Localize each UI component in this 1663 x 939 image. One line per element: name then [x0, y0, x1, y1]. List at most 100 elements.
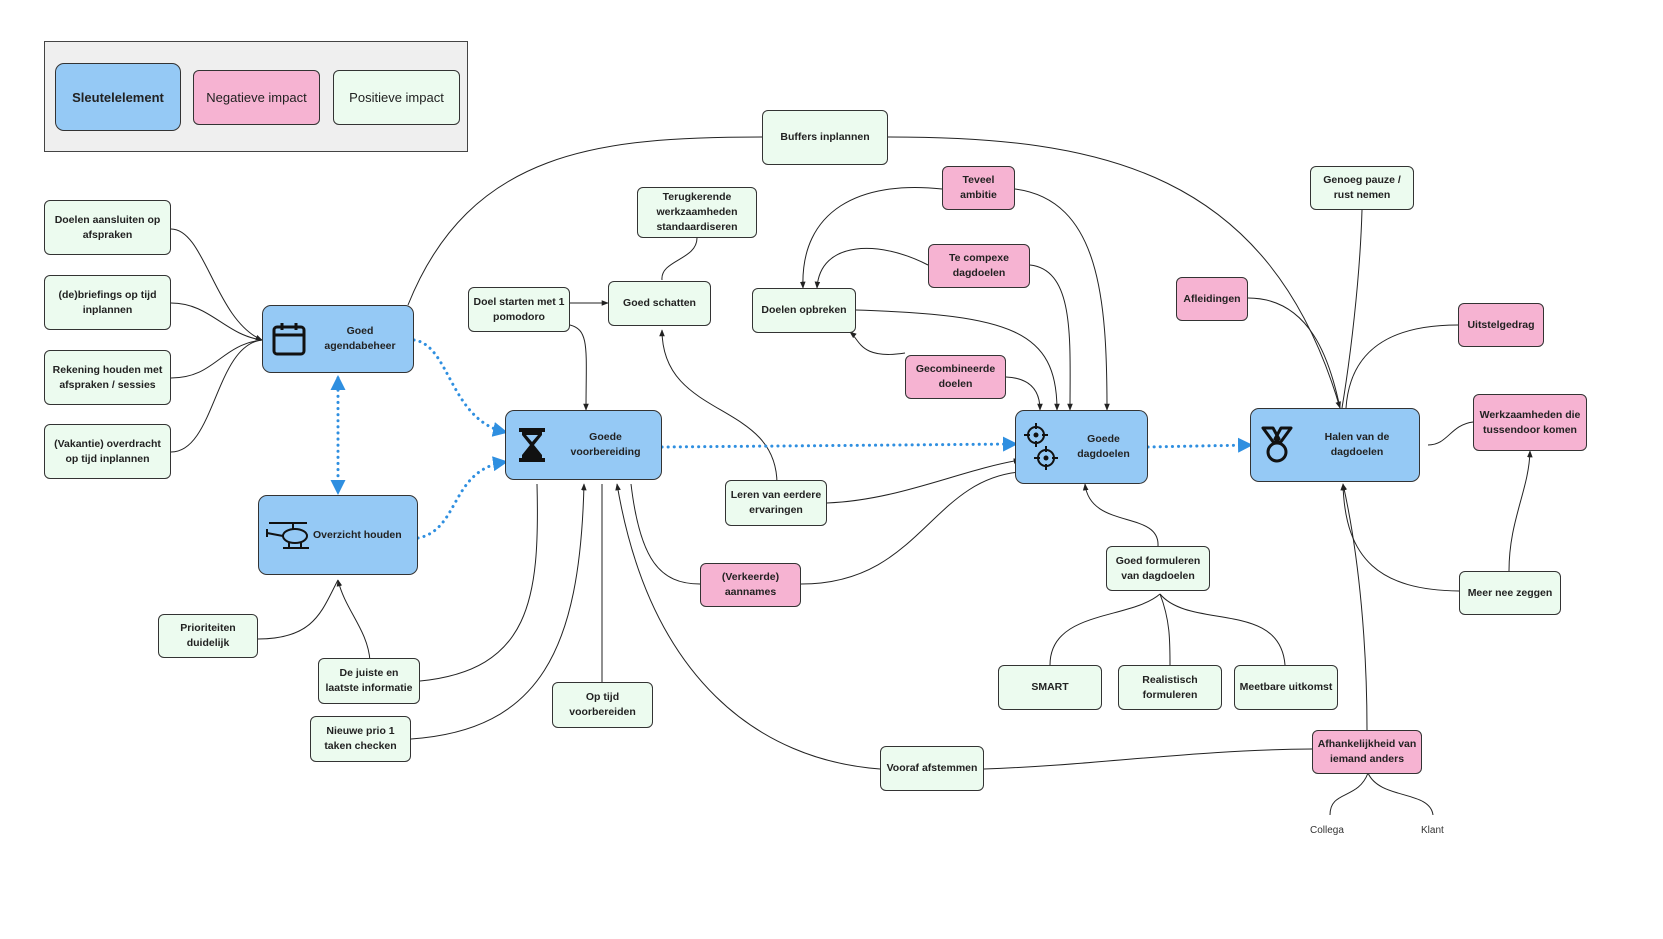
- node-label: Goed schatten: [623, 297, 696, 309]
- link-buffers-halen: [887, 136, 1341, 409]
- node-label: Goede voorbereiding: [570, 431, 641, 458]
- legend-key-element: Sleutelelement: [55, 63, 181, 131]
- node-label: Positieve impact: [349, 90, 444, 105]
- link-uitstelgedrag: [1345, 324, 1459, 409]
- node-teveel-ambitie[interactable]: Teveel ambitie: [942, 166, 1015, 210]
- node-doelen-opbreken[interactable]: Doelen opbreken: [752, 288, 856, 333]
- link-vakantie: [170, 339, 263, 453]
- node-label: Rekening houden met afspraken / sessies: [52, 363, 163, 391]
- node-label: Teveel ambitie: [960, 174, 997, 201]
- node-pomodoro[interactable]: Doel starten met 1 pomodoro: [468, 287, 570, 332]
- node-label: Meer nee zeggen: [1467, 586, 1553, 599]
- keylink-voorb-dagdoelen: [660, 436, 1018, 452]
- link-complexe-opbreken: [814, 248, 929, 289]
- link-pomodoro-voorb: [569, 324, 589, 411]
- link-terugkerende: [661, 237, 698, 281]
- node-label: Overzicht houden: [313, 528, 402, 541]
- node-goed-agendabeheer[interactable]: Goed agendabeheer: [262, 305, 414, 373]
- node-afhankelijkheid[interactable]: Afhankelijkheid van iemand anders: [1312, 730, 1422, 774]
- node-goede-dagdoelen[interactable]: Goede dagdoelen: [1015, 410, 1148, 484]
- medal-icon: [1261, 426, 1293, 463]
- node-label: Meetbare uitkomst: [1239, 681, 1333, 693]
- node-briefings[interactable]: (de)briefings op tijd inplannen: [44, 275, 171, 330]
- node-goede-voorbereiding[interactable]: Goede voorbereiding: [505, 410, 662, 480]
- node-terugkerende[interactable]: Terugkerende werkzaamheden standaardiser…: [637, 187, 757, 238]
- link-ambitie-dagdoelen: [1014, 188, 1110, 411]
- link-vooraf: [615, 483, 881, 770]
- node-label: Afhankelijkheid van iemand anders: [1317, 738, 1417, 765]
- node-meer-nee-zeggen[interactable]: Meer nee zeggen: [1459, 571, 1561, 615]
- link-doelen-afspraken: [170, 228, 263, 341]
- node-goed-schatten[interactable]: Goed schatten: [608, 281, 711, 326]
- node-label: Uitstelgedrag: [1467, 318, 1535, 331]
- link-leren-dagdoelen: [826, 458, 1021, 504]
- link-formuleren-realistisch: [1159, 593, 1171, 666]
- link-juiste-info: [336, 579, 371, 662]
- node-vakantie-overdracht[interactable]: (Vakantie) overdracht op tijd inplannen: [44, 424, 171, 479]
- link-afleidingen: [1247, 297, 1341, 409]
- node-overzicht-houden[interactable]: Overzicht houden: [258, 495, 418, 575]
- link-neezeggen-halen: [1340, 483, 1460, 592]
- link-rekening: [170, 339, 263, 379]
- keylink-agenda-voorb: [412, 338, 508, 437]
- link-gecombineerde-opbreken: [849, 331, 906, 355]
- node-verkeerde-aannames[interactable]: (Verkeerde) aannames: [700, 563, 801, 607]
- node-label: Prioriteiten duidelijk: [180, 622, 236, 649]
- crosshair-target-icon: [1024, 423, 1058, 470]
- node-halen-van-de-dagdoelen[interactable]: Halen van de dagdoelen: [1250, 408, 1420, 482]
- node-label: Negatieve impact: [206, 90, 307, 105]
- keylink-dagdoelen-halen: [1146, 437, 1253, 453]
- node-label: (Verkeerde) aannames: [721, 571, 780, 598]
- node-label: Buffers inplannen: [780, 131, 870, 143]
- node-vooraf-afstemmen[interactable]: Vooraf afstemmen: [880, 746, 984, 791]
- node-buffers-inplannen[interactable]: Buffers inplannen: [762, 110, 888, 165]
- node-genoeg-pauze[interactable]: Genoeg pauze / rust nemen: [1310, 166, 1414, 210]
- link-afhankelijkheid-vooraf: [983, 748, 1313, 770]
- node-uitstelgedrag[interactable]: Uitstelgedrag: [1458, 303, 1544, 347]
- node-label: Te compexe dagdoelen: [949, 252, 1009, 279]
- legend-positive-impact: Positieve impact: [333, 70, 460, 125]
- keylink-overzicht-voorb: [416, 456, 508, 540]
- link-opbreken-dagdoelen: [855, 309, 1060, 411]
- node-label: Doelen opbreken: [761, 304, 847, 316]
- label-collega: Collega: [1310, 825, 1344, 836]
- node-goed-formuleren[interactable]: Goed formuleren van dagdoelen: [1106, 546, 1210, 591]
- node-label: (de)briefings op tijd inplannen: [58, 288, 157, 316]
- node-label: Werkzaamheden die tussendoor komen: [1479, 408, 1581, 436]
- node-op-tijd-voorbereiden[interactable]: Op tijd voorbereiden: [552, 682, 653, 728]
- link-leren-schatten: [659, 329, 778, 485]
- link-afhankelijkheid-halen: [1341, 483, 1368, 731]
- node-label: Afleidingen: [1183, 292, 1241, 305]
- link-aannames-dagdoelen: [800, 471, 1021, 585]
- link-afhankelijkheid-collega: [1329, 772, 1369, 816]
- node-smart[interactable]: SMART: [998, 665, 1102, 710]
- node-meetbare-uitkomst[interactable]: Meetbare uitkomst: [1234, 665, 1338, 710]
- node-gecombineerde-doelen[interactable]: Gecombineerde doelen: [905, 355, 1006, 399]
- link-juiste-voorb: [419, 483, 538, 682]
- node-label: Halen van de dagdoelen: [1324, 431, 1390, 458]
- node-label: Goed agendabeheer: [324, 325, 396, 352]
- node-te-complexe-dagdoelen[interactable]: Te compexe dagdoelen: [928, 244, 1030, 288]
- node-afleidingen[interactable]: Afleidingen: [1176, 277, 1248, 321]
- node-doelen-aansluiten[interactable]: Doelen aansluiten op afspraken: [44, 200, 171, 255]
- node-label: Leren van eerdere ervaringen: [730, 489, 822, 516]
- node-rekening-houden[interactable]: Rekening houden met afspraken / sessies: [44, 350, 171, 405]
- node-label: Op tijd voorbereiden: [569, 691, 636, 718]
- link-complexe-dagdoelen: [1029, 264, 1073, 411]
- link-nieuwe-prio: [410, 483, 587, 740]
- label-klant: Klant: [1421, 825, 1444, 836]
- link-formuleren-smart: [1049, 593, 1161, 666]
- node-label: Gecombineerde doelen: [915, 363, 996, 390]
- node-realistisch[interactable]: Realistisch formuleren: [1118, 665, 1222, 710]
- node-label: SMART: [1031, 681, 1069, 693]
- node-werkzaamheden-tussendoor[interactable]: Werkzaamheden die tussendoor komen: [1473, 394, 1587, 451]
- node-nieuwe-prio[interactable]: Nieuwe prio 1 taken checken: [310, 716, 411, 762]
- node-prioriteiten[interactable]: Prioriteiten duidelijk: [158, 614, 258, 658]
- node-label: De juiste en laatste informatie: [325, 667, 413, 694]
- link-formuleren-dagdoelen: [1082, 483, 1159, 547]
- node-juiste-informatie[interactable]: De juiste en laatste informatie: [318, 658, 420, 704]
- link-neezeggen-tussendoor: [1508, 450, 1533, 572]
- node-leren-eerdere-ervaringen[interactable]: Leren van eerdere ervaringen: [725, 480, 827, 526]
- link-halen-tussendoor: [1427, 421, 1474, 446]
